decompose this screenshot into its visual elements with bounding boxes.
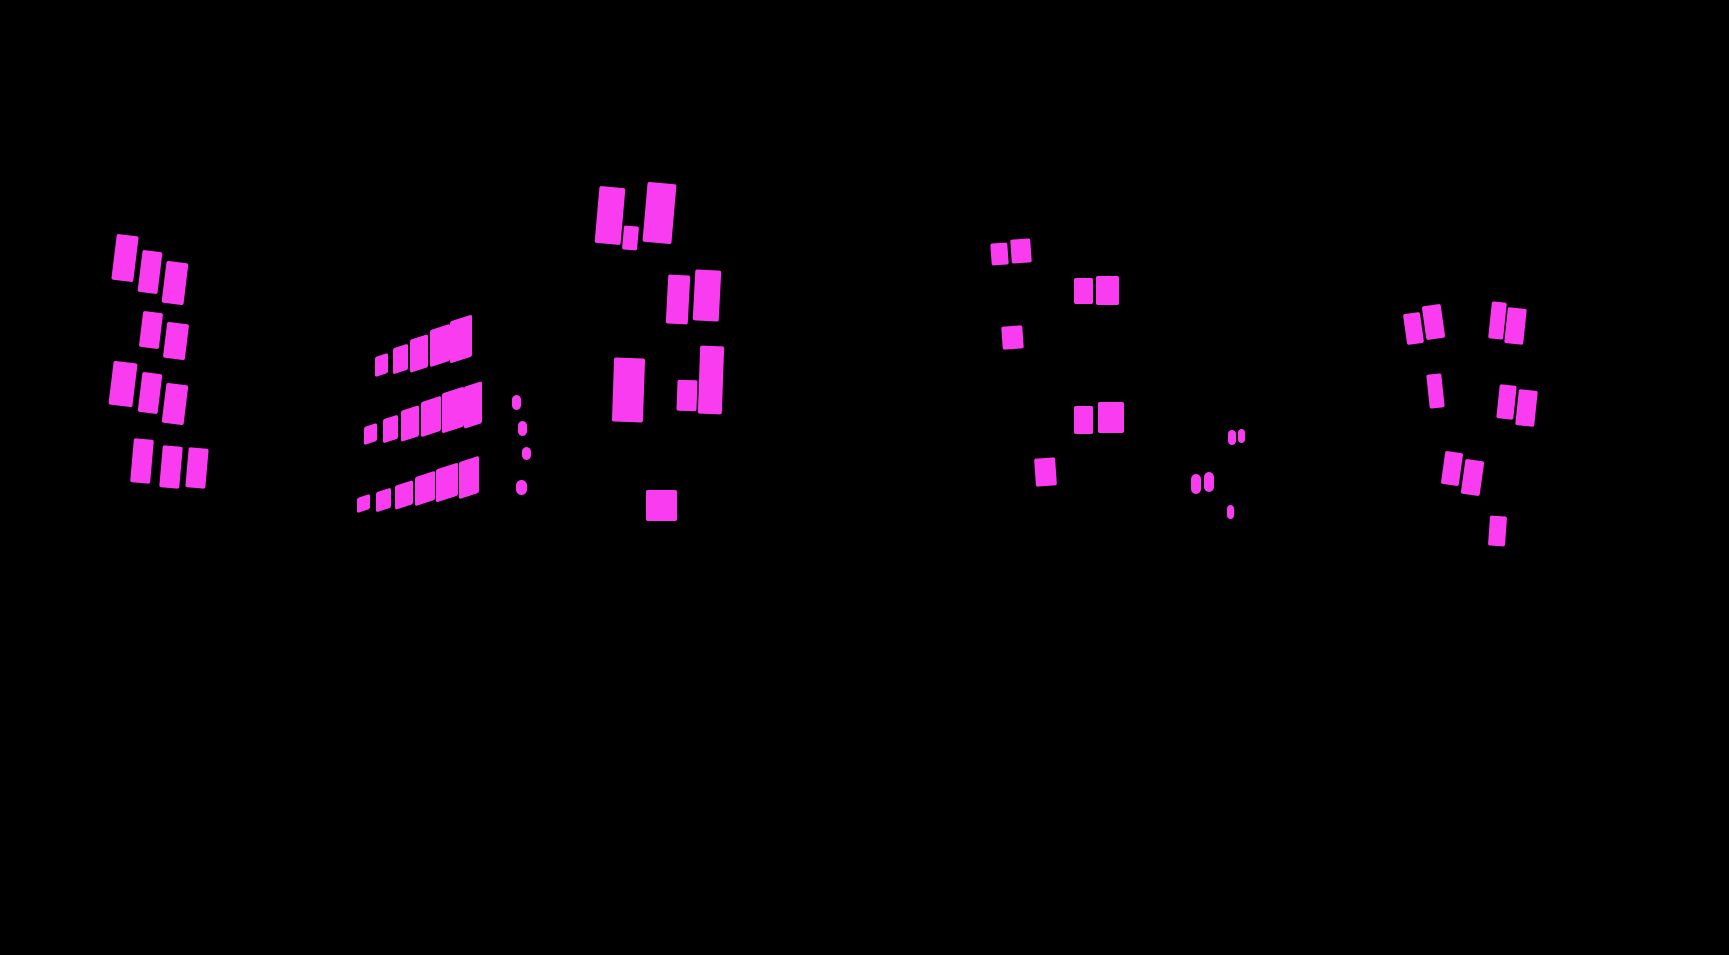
lit-window bbox=[1238, 429, 1245, 443]
lit-window bbox=[442, 386, 464, 434]
lit-window bbox=[1488, 301, 1507, 340]
lit-window bbox=[450, 314, 472, 364]
lit-window bbox=[430, 323, 450, 368]
lit-window bbox=[1421, 303, 1446, 341]
lit-window bbox=[137, 249, 163, 295]
lit-window bbox=[162, 321, 190, 361]
lit-window bbox=[459, 455, 479, 500]
lit-window bbox=[111, 233, 139, 283]
lit-window bbox=[646, 490, 677, 521]
lit-window bbox=[415, 470, 435, 507]
lit-window bbox=[990, 242, 1009, 266]
lit-window bbox=[1191, 474, 1201, 494]
lit-window bbox=[1010, 238, 1032, 264]
lit-window bbox=[159, 445, 183, 489]
lit-window bbox=[357, 493, 370, 514]
lit-window bbox=[137, 371, 163, 415]
lit-window bbox=[1034, 457, 1057, 487]
lit-window bbox=[138, 310, 164, 350]
lit-window bbox=[697, 345, 725, 415]
lit-window bbox=[108, 360, 138, 408]
lit-window bbox=[1098, 402, 1124, 433]
lit-window bbox=[1504, 307, 1527, 345]
lit-window bbox=[161, 260, 189, 306]
lit-window bbox=[436, 462, 458, 503]
lit-window bbox=[401, 405, 419, 442]
lit-window bbox=[464, 381, 482, 429]
lit-window bbox=[1001, 325, 1024, 350]
lit-window bbox=[364, 422, 377, 446]
lit-window bbox=[393, 343, 408, 375]
lit-window bbox=[692, 269, 722, 322]
lit-window bbox=[1402, 311, 1425, 346]
lit-window bbox=[1515, 389, 1538, 427]
lit-window bbox=[594, 185, 626, 246]
lit-window bbox=[376, 487, 391, 513]
lit-window bbox=[130, 438, 154, 484]
lit-window bbox=[421, 395, 441, 438]
lit-window bbox=[1228, 430, 1236, 445]
lit-window bbox=[1496, 384, 1517, 420]
lit-window bbox=[522, 447, 531, 460]
lit-window bbox=[512, 395, 521, 410]
lit-window bbox=[676, 379, 698, 412]
lit-window bbox=[665, 274, 691, 325]
lit-window bbox=[1460, 458, 1485, 497]
lit-window bbox=[375, 352, 388, 378]
lit-window bbox=[395, 480, 413, 510]
lit-window bbox=[1074, 406, 1093, 434]
lit-window bbox=[1487, 515, 1508, 547]
lit-window bbox=[1227, 505, 1234, 519]
lit-window bbox=[383, 414, 398, 444]
lit-window bbox=[161, 382, 189, 426]
lit-window bbox=[1440, 450, 1464, 487]
lit-window bbox=[1204, 472, 1214, 492]
lit-window bbox=[1426, 373, 1445, 409]
lit-window bbox=[518, 421, 527, 436]
lit-window bbox=[621, 225, 640, 251]
lit-window bbox=[410, 334, 428, 373]
lit-window bbox=[611, 357, 646, 423]
lit-window bbox=[516, 480, 527, 495]
lit-window bbox=[1096, 276, 1119, 305]
lit-window bbox=[185, 447, 209, 489]
lit-window bbox=[642, 181, 677, 245]
lit-window bbox=[1074, 278, 1093, 304]
